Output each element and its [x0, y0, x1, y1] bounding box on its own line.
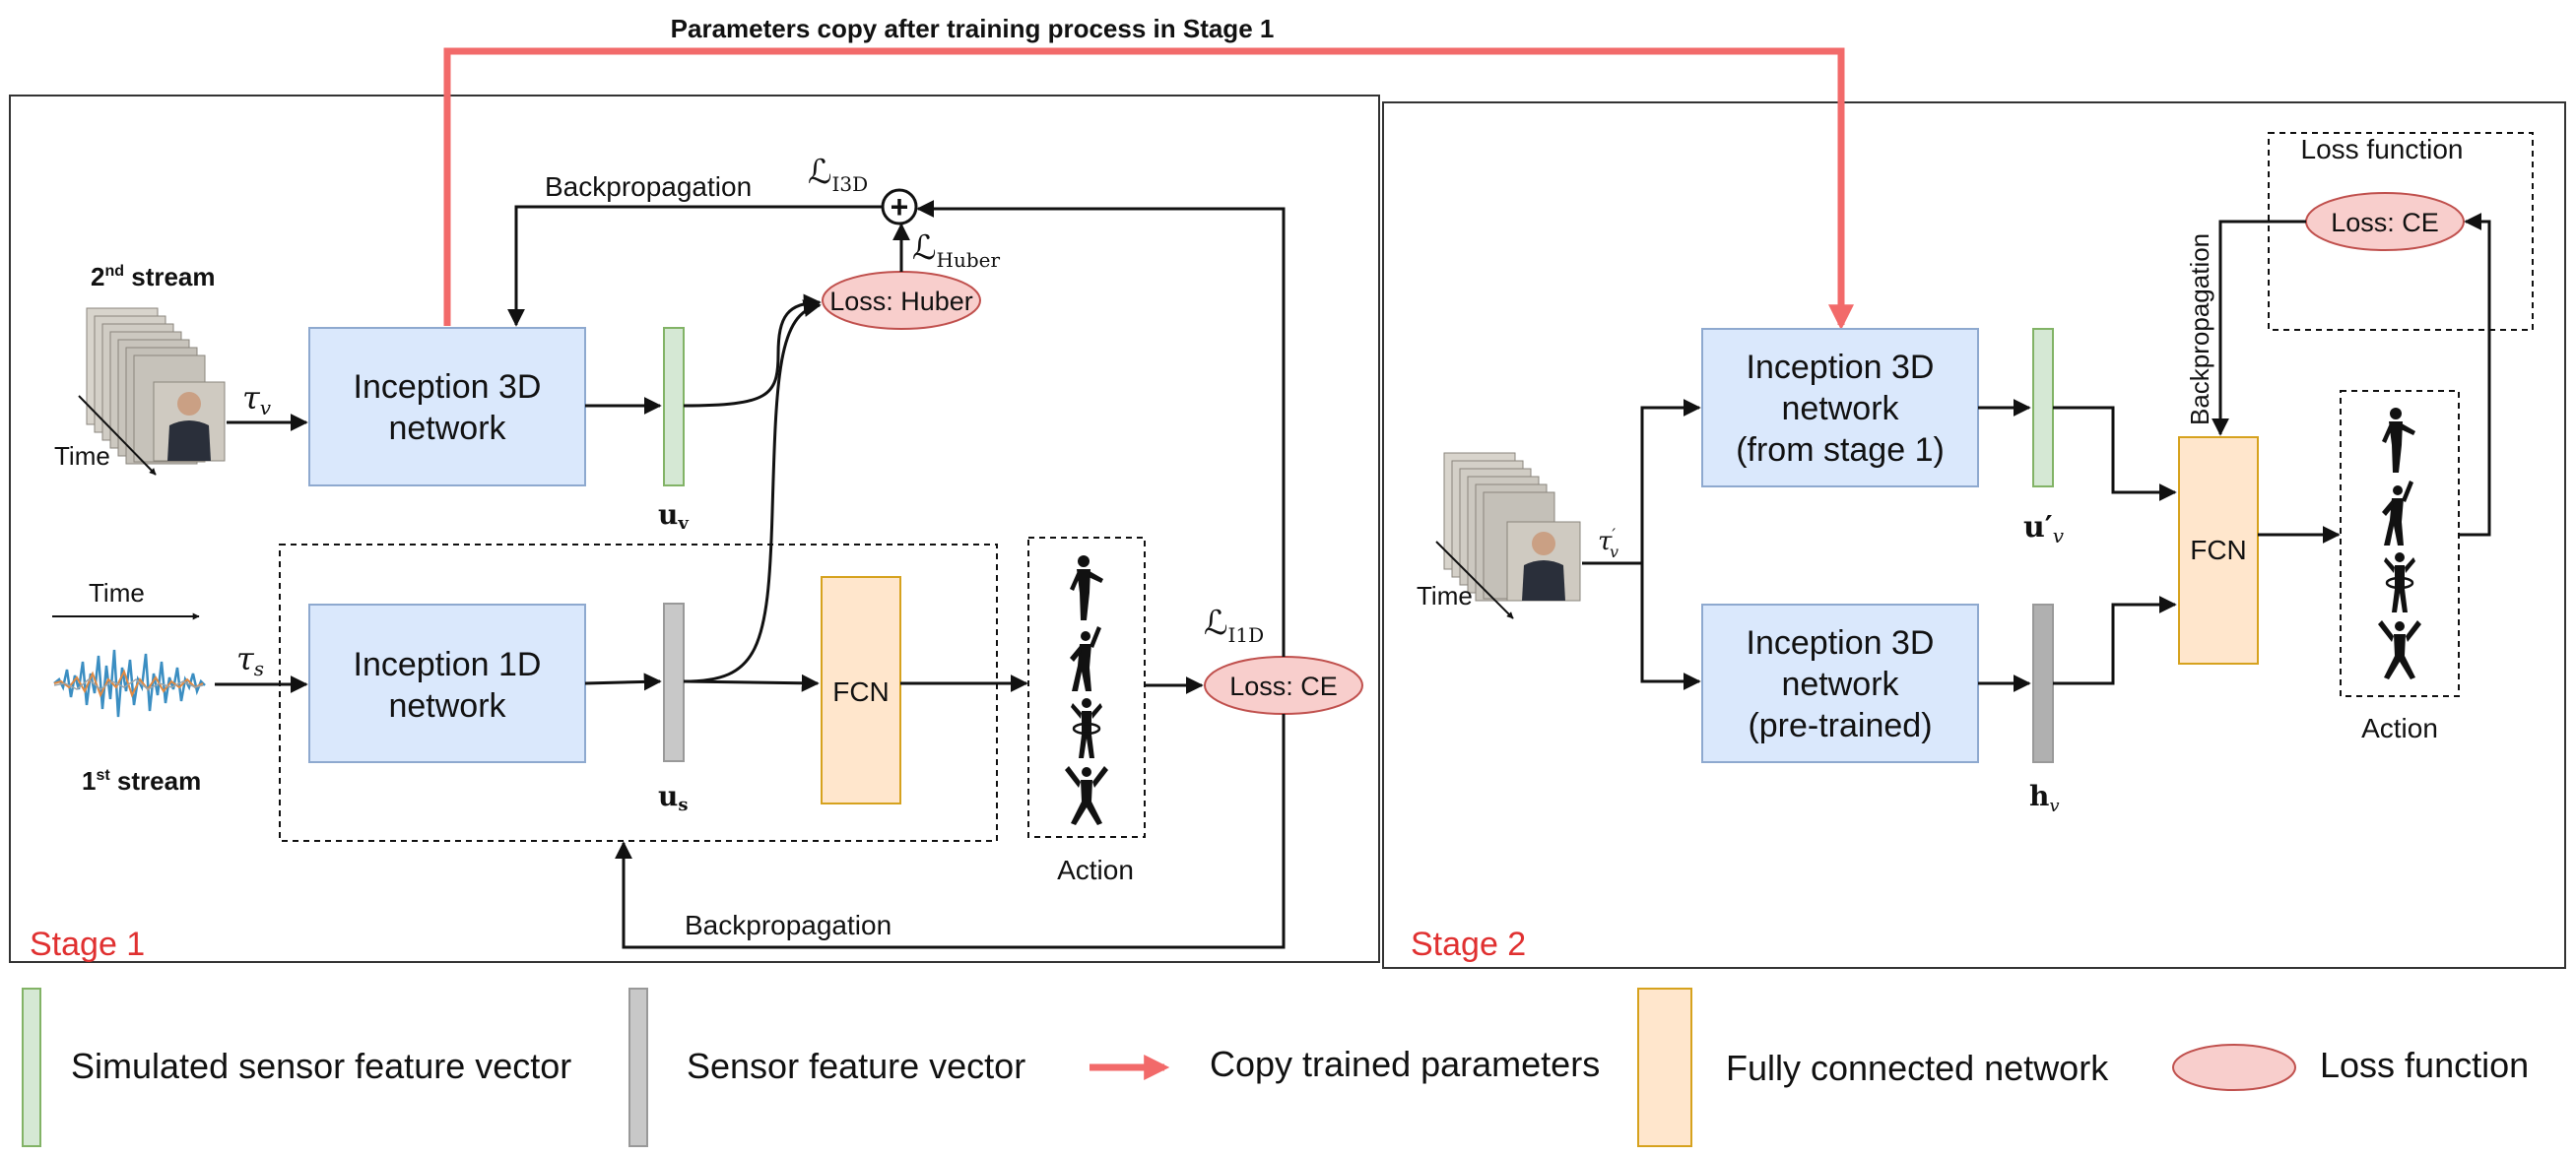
sum-symbol: + [891, 189, 909, 225]
copy-parameters-arrow [443, 47, 1854, 331]
fcn-label-stage2: FCN [2190, 535, 2247, 565]
stage1-dashed-group [279, 544, 998, 842]
fcn-label-stage1: FCN [832, 676, 890, 707]
i3d-bot-line2: network [1781, 666, 1899, 703]
arrow-loss-ce-to-sum [916, 200, 1286, 657]
us-label: us [658, 780, 689, 815]
backprop-label-stage2: Backpropagation [2185, 233, 2214, 425]
fcn-block-stage2 [2178, 436, 2259, 665]
legend-copy-label: Copy trained parameters [1210, 1044, 1600, 1084]
uv-prime-feature-vector [2032, 328, 2054, 487]
l-i3d-symbol: ℒI3D [808, 153, 868, 196]
sensor-waveform [53, 649, 206, 718]
inception-3d-line1: Inception 3D [354, 368, 542, 406]
l-huber-symbol: ℒHuber [912, 228, 1000, 272]
stage2-frame [1382, 101, 2566, 969]
person-standing-icon [1070, 555, 1103, 620]
time-label-video-s1: Time [54, 441, 110, 471]
person-jumping-icon [1065, 766, 1108, 825]
tau-s-label: τs [236, 640, 264, 680]
inception-3d-from-stage1-block [1701, 328, 1979, 487]
person-hula-hoop-icon [1069, 696, 1104, 760]
tau-v-label: τv [242, 379, 272, 419]
backprop-arrow-stage2 [2212, 220, 2306, 436]
loss-function-box-label: Loss function [2301, 134, 2464, 164]
loss-ce-label-stage1: Loss: CE [1229, 672, 1338, 701]
inception-3d-pretrained-block [1701, 604, 1979, 763]
legend-sim-feature-swatch [22, 988, 41, 1147]
legend-loss-label: Loss function [2320, 1045, 2529, 1085]
us-feature-vector [663, 603, 685, 762]
person-standing-icon-s2 [2382, 408, 2415, 473]
arrow-uvp-to-fcn [2053, 406, 2177, 501]
uv-label: uv [658, 498, 689, 534]
diagram-title: Parameters copy after training process i… [671, 14, 1275, 43]
legend-sensor-feature-swatch [628, 988, 648, 1147]
stream1-label: 1st stream [82, 766, 201, 796]
arrow-us-to-huber [683, 299, 822, 683]
arrow-action-to-loss-ce-s2 [2459, 213, 2491, 537]
inception-1d-block [308, 604, 586, 763]
legend-sim-feature-label: Simulated sensor feature vector [71, 1046, 571, 1086]
video-frame-stack-stage2 [1443, 452, 1581, 602]
arrow-uv-to-huber [683, 293, 822, 408]
l-i1d-symbol: ℒI1D [1204, 604, 1264, 647]
tau-v-prime-label: τ′v [1598, 525, 1618, 561]
legend-fcn-label: Fully connected network [1726, 1048, 2109, 1088]
video-frame-stack [86, 307, 226, 465]
time-label-video-s2: Time [1417, 581, 1473, 611]
inception-1d-line1: Inception 1D [354, 646, 542, 683]
action-label-stage2: Action [2361, 713, 2438, 743]
stream2-label: 2nd stream [91, 262, 216, 291]
loss-function-box [2268, 132, 2534, 331]
arrow-video-split-lower [1640, 563, 1701, 690]
i3d-top-line1: Inception 3D [1747, 349, 1935, 386]
loss-huber-label: Loss: Huber [829, 287, 973, 316]
i3d-bot-line1: Inception 3D [1747, 624, 1935, 662]
backprop-arrow-bottom [615, 714, 1286, 949]
time-label-signal: Time [89, 578, 145, 608]
i3d-bot-line3: (pre-trained) [1748, 707, 1932, 744]
inception-1d-line2: network [388, 687, 506, 725]
inception-3d-block [308, 327, 586, 486]
arrow-video-split-stage2 [1582, 399, 1701, 565]
fcn-block-stage1 [821, 576, 901, 804]
stage1-label: Stage 1 [30, 926, 145, 963]
stage2-label: Stage 2 [1411, 926, 1526, 963]
backprop-label-top: Backpropagation [545, 171, 752, 202]
arrow-i1d-to-us [584, 673, 662, 691]
uv-feature-vector [663, 327, 685, 486]
stage1-frame [9, 95, 1380, 963]
arrow-hv-to-fcn [2053, 596, 2177, 685]
arrow-us-to-fcn [683, 674, 820, 692]
hv-label: hv [2029, 780, 2060, 816]
loss-ce-label-stage2: Loss: CE [2331, 208, 2439, 237]
time-axis-video-s1 [78, 395, 157, 476]
legend-loss-swatch [2172, 1044, 2296, 1091]
person-waving-icon-s2 [2382, 481, 2413, 546]
person-jumping-icon-s2 [2378, 620, 2421, 679]
i3d-top-line2: network [1781, 390, 1899, 427]
inception-3d-line2: network [388, 410, 506, 447]
backprop-label-bottom: Backpropagation [685, 910, 892, 940]
legend-fcn-swatch [1637, 988, 1692, 1147]
legend-sensor-feature-label: Sensor feature vector [687, 1046, 1025, 1086]
i3d-top-line3: (from stage 1) [1736, 431, 1945, 469]
uv-prime-label: u′v [2023, 510, 2065, 547]
action-box-stage1 [1027, 537, 1146, 838]
action-box-stage2 [2340, 390, 2460, 697]
person-waving-icon [1070, 626, 1101, 691]
backprop-arrow-top [507, 205, 883, 327]
action-label-stage1: Action [1057, 855, 1134, 885]
hv-feature-vector [2032, 604, 2054, 763]
person-hula-hoop-icon-s2 [2382, 550, 2417, 614]
time-axis-video-s2 [1435, 541, 1514, 619]
